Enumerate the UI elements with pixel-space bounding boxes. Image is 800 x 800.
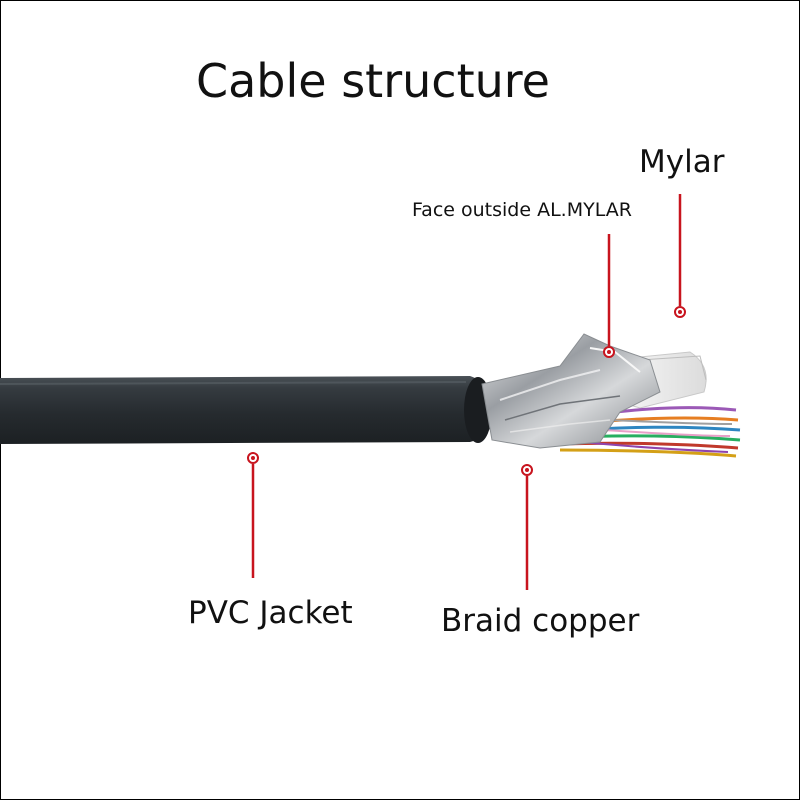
label-mylar: Mylar — [639, 144, 725, 180]
leader-mylar — [674, 194, 686, 318]
label-face-outside-al-mylar: Face outside AL.MYLAR — [412, 199, 632, 221]
leader-face-outside — [603, 234, 615, 358]
label-braid-copper: Braid copper — [441, 603, 640, 639]
label-pvc-jacket: PVC Jacket — [188, 595, 353, 631]
diagram-title: Cable structure — [196, 54, 550, 108]
leader-pvc-jacket — [247, 452, 259, 578]
leader-braid-copper — [521, 464, 533, 590]
pvc-jacket — [0, 376, 494, 444]
